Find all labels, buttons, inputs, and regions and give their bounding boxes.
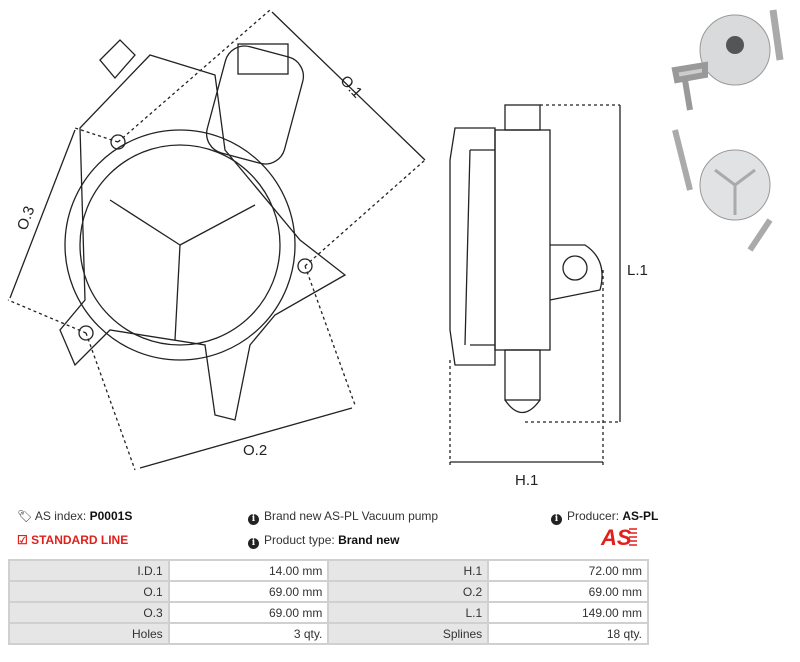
dim-label-l1: L.1	[627, 262, 648, 279]
spec-key: L.1	[327, 601, 490, 624]
product-type-value: Brand new	[338, 533, 400, 547]
info-icon: i	[551, 514, 562, 525]
tags-icon: 🏷	[17, 509, 33, 523]
dim-label-o1: O.1	[337, 72, 366, 101]
as-index-label: AS index:	[34, 509, 87, 523]
spec-value: 69.00 mm	[487, 580, 649, 603]
as-index-value: P0001S	[89, 509, 133, 523]
spec-value: 72.00 mm	[487, 559, 649, 582]
info-icon: i	[248, 538, 259, 549]
front-view: O.1 O.3 O.2	[7, 9, 426, 471]
svg-text:AS: AS	[600, 525, 632, 547]
spec-key: O.3	[8, 601, 170, 624]
spec-value: 149.00 mm	[487, 601, 649, 624]
producer-label: Producer:	[567, 509, 620, 523]
description-text: Brand new AS-PL Vacuum pump	[264, 509, 439, 523]
product-type: i Product type: Brand new	[248, 533, 399, 549]
as-index: 🏷 AS index: P0001S	[17, 509, 132, 523]
side-view: L.1 H.1	[449, 104, 648, 489]
standard-line-badge: ☑ STANDARD LINE	[17, 533, 128, 547]
dim-label-o2: O.2	[243, 442, 267, 459]
producer-value: AS-PL	[622, 509, 659, 523]
logo-mark: AS	[600, 525, 637, 550]
spec-key: H.1	[327, 559, 490, 582]
product-photo-front	[671, 9, 784, 111]
spec-key: O.2	[327, 580, 490, 603]
spec-key: I.D.1	[8, 559, 170, 582]
producer: i Producer: AS-PL	[551, 509, 658, 525]
spec-value: 14.00 mm	[167, 559, 330, 582]
spec-key: O.1	[8, 580, 170, 603]
spec-value: 3 qty.	[167, 622, 330, 645]
dim-label-o3: O.3	[14, 204, 38, 233]
spec-value: 69.00 mm	[167, 601, 330, 624]
description: i Brand new AS-PL Vacuum pump	[248, 509, 438, 525]
spec-key: Holes	[8, 622, 170, 645]
spec-value: 18 qty.	[487, 622, 649, 645]
product-photo-back	[672, 129, 773, 252]
as-pl-logo: AS	[585, 525, 650, 553]
spec-key: Splines	[327, 622, 490, 645]
checkbox-icon: ☑	[17, 533, 28, 547]
info-icon: i	[248, 514, 259, 525]
dim-label-h1: H.1	[515, 472, 538, 489]
technical-drawing: O.1 O.3 O.2 L.1 H.1	[7, 9, 648, 489]
spec-value: 69.00 mm	[167, 580, 330, 603]
line-label: STANDARD LINE	[31, 533, 129, 547]
product-type-label: Product type:	[264, 533, 335, 547]
